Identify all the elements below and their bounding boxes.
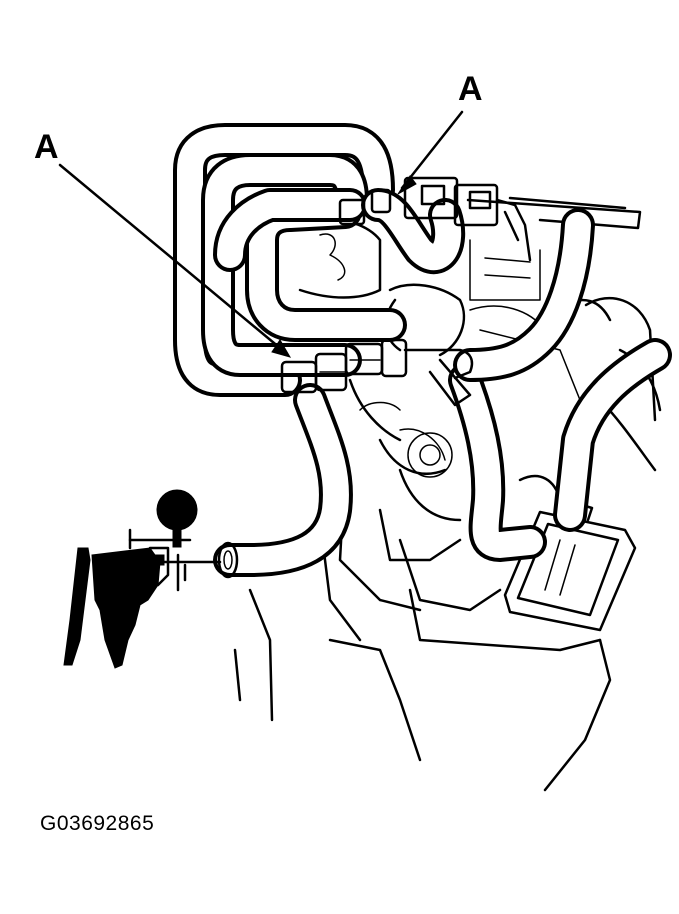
hose-junction (280, 338, 474, 407)
leader-line-right (400, 110, 464, 190)
hose-open-end (217, 541, 239, 579)
engine-block (233, 196, 662, 792)
arrowhead-left (271, 339, 292, 358)
callout-label-right: A (458, 70, 483, 108)
leader-line-left (58, 163, 282, 350)
vacuum-pump-tool (63, 489, 222, 669)
callout-label-left: A (34, 128, 59, 166)
arrowhead-right (397, 175, 417, 195)
callout-leaders (58, 110, 464, 358)
figure-code: G03692865 (40, 812, 155, 835)
solenoid-connector (338, 176, 532, 262)
vacuum-hoses (173, 123, 672, 577)
